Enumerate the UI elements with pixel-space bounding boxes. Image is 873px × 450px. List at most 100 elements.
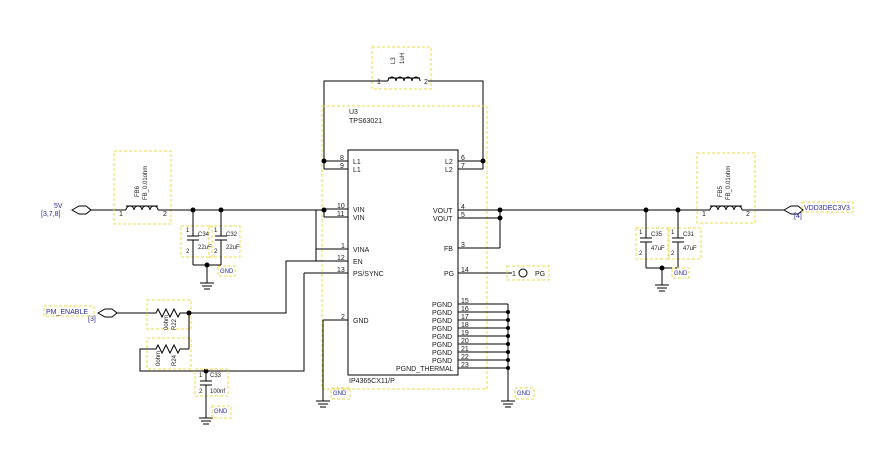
fb6-refdes: FB6 — [135, 185, 141, 197]
ferrite-fb5[interactable]: FB5 FB_0.01ohm 1 2 — [696, 152, 756, 224]
ic-pin-l2-7: L2 7 — [445, 163, 483, 174]
l3-refdes: L3 — [391, 57, 397, 64]
capacitor-c34[interactable]: C34 22uF 1 2 — [180, 210, 213, 265]
ic-pin-num: 20 — [461, 338, 469, 345]
capacitor-c35[interactable]: C35 47uF 1 2 — [635, 210, 670, 268]
ic-pin-num: 17 — [461, 314, 469, 321]
capacitor-c33[interactable]: C33 100nf 1 2 — [194, 368, 229, 418]
wire-pssync — [206, 273, 305, 372]
fb6-pin1: 1 — [119, 211, 123, 218]
wire-l2-loop — [428, 80, 484, 161]
net-pm-enable-label: PM_ENABLE — [46, 309, 88, 316]
net-5v-label: 5V — [54, 203, 63, 210]
c35-refdes: C35 — [651, 232, 663, 238]
ic-pin-pgnd-15: PGND 15 — [432, 298, 508, 309]
ic-pin-name: VIN — [353, 215, 365, 222]
gnd-symbol-input: GND — [200, 265, 236, 290]
ic-pin-name: PG — [444, 271, 454, 278]
c34-pin2: 2 — [186, 249, 190, 255]
ic-pin-num: 9 — [340, 163, 344, 170]
ic-pin-num: 19 — [461, 330, 469, 337]
ic-pin-num: 4 — [461, 204, 465, 211]
c32-value: 22uF — [226, 245, 240, 251]
gnd-label: GND — [517, 391, 531, 397]
net-vdd3dec3v3-port[interactable]: VDD3DEC3V3 [4] — [782, 201, 854, 220]
ic-pin-pgnd-21: PGND 21 — [432, 346, 508, 357]
c34-value: 22uF — [198, 245, 212, 251]
ic-pin-name: PGND — [432, 342, 452, 349]
ic-pin-num: 10 — [337, 203, 345, 210]
net-pm-enable-port[interactable]: PM_ENABLE [3] — [43, 305, 118, 323]
ic-pin-pssync-13: 13 PS/SYNC — [304, 267, 384, 278]
resistor-r22[interactable]: R22 0ohm — [146, 299, 192, 330]
ic-pin-num: 8 — [340, 155, 344, 162]
ic-pin-pgnd-18: PGND 18 — [432, 322, 508, 333]
c35-pin2: 2 — [639, 251, 643, 257]
ic-pin-pgnd-16: PGND 16 — [432, 306, 508, 317]
gnd-symbol-output: GND — [655, 267, 690, 292]
c32-pin1: 1 — [214, 228, 218, 234]
r24-refdes: R24 — [172, 354, 178, 366]
capacitor-c31[interactable]: C31 47uF 1 2 — [667, 210, 702, 268]
gnd-symbol-ic: GND — [316, 387, 351, 408]
ic-u3[interactable]: U3 TPS63021 IP4365CX11/P 8 L1 9 L1 10 VI… — [304, 105, 512, 390]
ic-pin-num: 23 — [461, 362, 469, 369]
wire-en — [189, 260, 316, 314]
ic-pin-num: 22 — [461, 354, 469, 361]
wire-l1-loop — [323, 80, 380, 161]
ic-pin-name: VINA — [353, 247, 370, 254]
ferrite-fb6[interactable]: FB6 FB_0.01ohm 1 2 — [113, 150, 172, 225]
ic-pin-name: EN — [353, 259, 363, 266]
c31-pin1: 1 — [671, 230, 675, 236]
net-pm-enable-refs: [3] — [88, 316, 96, 323]
c33-refdes: C33 — [210, 373, 222, 379]
inductor-l3[interactable]: L3 1uH 1 2 — [371, 46, 432, 90]
gnd-symbol-pgnd: GND — [501, 387, 535, 408]
ic-pin-num: 3 — [461, 242, 465, 249]
ic-pin-num: 18 — [461, 322, 469, 329]
ic-pin-num: 21 — [461, 346, 469, 353]
ic-pin-en-12: 12 EN — [316, 255, 363, 266]
c31-pin2: 2 — [671, 251, 675, 257]
ic-pin-name: PGND — [432, 302, 452, 309]
l3-value: 1uH — [400, 53, 406, 64]
net-vdd3dec3v3-label: VDD3DEC3V3 — [804, 205, 850, 212]
c34-pin1: 1 — [186, 228, 190, 234]
net-5v-port[interactable]: 5V [3,7,8] — [41, 203, 92, 218]
ic-pin-name: PGND — [432, 358, 452, 365]
ic-pin-num: 7 — [461, 163, 465, 170]
gnd-label: GND — [220, 269, 234, 275]
gnd-symbol-c33: GND — [199, 405, 232, 425]
resistor-r24[interactable]: R24 0ohm — [146, 337, 192, 370]
c34-refdes: C34 — [198, 232, 210, 238]
ic-pin-name: L2 — [445, 167, 453, 174]
net-5v-refs: [3,7,8] — [41, 211, 61, 218]
net-vdd3dec3v3-refs: [4] — [794, 213, 802, 220]
ic-pin-num: 16 — [461, 306, 469, 313]
c32-pin2: 2 — [214, 249, 218, 255]
c35-value: 47uF — [651, 246, 665, 252]
ic-pin-num: 2 — [341, 314, 345, 321]
fb5-pin2: 2 — [746, 211, 750, 218]
ic-pin-name: FB — [444, 246, 453, 253]
ic-part-number: TPS63021 — [349, 118, 382, 125]
ic-pin-fb-3: FB 3 — [444, 242, 500, 253]
ic-pin-vout-4: VOUT 4 — [433, 204, 500, 215]
ic-pin-name: PGND — [432, 334, 452, 341]
ic-pin-name: GND — [353, 318, 369, 325]
ic-pin-vout-5: VOUT 5 — [433, 212, 500, 223]
ic-pin-l1-9: 9 L1 — [324, 163, 361, 174]
ic-pin-pgnd-17: PGND 17 — [432, 314, 508, 325]
fb5-pin1: 1 — [702, 211, 706, 218]
testpoint-pin: 1 — [512, 271, 516, 278]
c31-value: 47uF — [683, 246, 697, 252]
ic-pin-pgnd-22: PGND 22 — [432, 354, 508, 365]
ic-pin-name: L1 — [353, 159, 361, 166]
capacitor-c32[interactable]: C32 22uF 1 2 — [208, 210, 241, 265]
ic-pin-num: 1 — [341, 243, 345, 250]
c35-pin1: 1 — [639, 230, 643, 236]
testpoint-pg[interactable]: 1 PG — [506, 265, 550, 281]
gnd-label: GND — [214, 409, 228, 415]
wire-r24-link — [139, 348, 206, 372]
